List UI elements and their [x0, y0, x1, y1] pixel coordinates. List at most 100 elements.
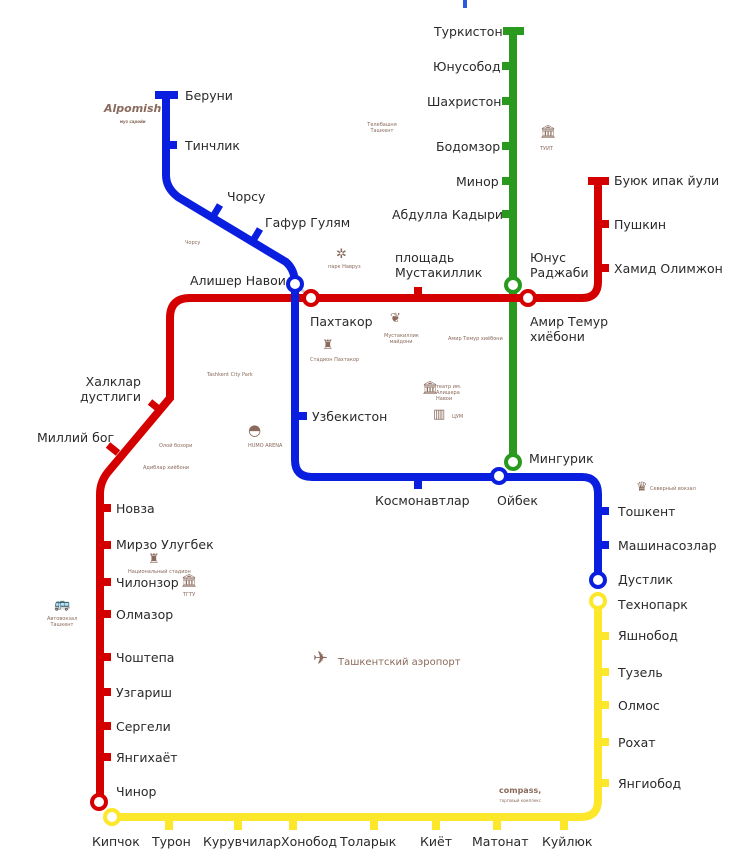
station-yashnobod[interactable]: Яшнобод [618, 628, 678, 643]
station-yangihayot[interactable]: Янгихаёт [116, 750, 178, 765]
station-olmos[interactable]: Олмос [618, 698, 660, 713]
station-tuzel[interactable]: Тузель [618, 665, 663, 680]
landmark-compass: compass,торговый комплекс [499, 786, 541, 805]
station-kosmonavtlar[interactable]: Космонавтлар [375, 493, 470, 508]
theatre-icon: 🏛 [422, 381, 439, 396]
station-pushkin[interactable]: Пушкин [614, 217, 667, 232]
interchange-pakhtakor[interactable] [302, 289, 320, 307]
station-tolarik[interactable]: Толарык [340, 834, 397, 849]
station-pakhtakor[interactable]: Пахтакор [310, 314, 373, 329]
station-abdulla-qodiriy[interactable]: Абдулла Кадыри [392, 207, 504, 222]
station-kuyluk[interactable]: Куйлюк [542, 834, 593, 849]
interchange-chinor[interactable] [90, 793, 108, 811]
monument-icon: ❦ [390, 311, 401, 326]
station-oybek[interactable]: Ойбек [497, 493, 538, 508]
station-bodomzor[interactable]: Бодомзор [436, 139, 501, 154]
station-dustlik[interactable]: Дустлик [618, 572, 673, 587]
station-tinchlik[interactable]: Тинчлик [185, 138, 240, 153]
interchanges [90, 275, 607, 826]
station-turon[interactable]: Турон [152, 834, 191, 849]
landmark-label: compass, [499, 786, 542, 795]
station-toshkent[interactable]: Тошкент [618, 504, 676, 519]
stadium-icon: ♜ [322, 338, 334, 353]
station-milliy-bog[interactable]: Миллий бог [37, 430, 115, 445]
museum-icon: 🏛 [540, 125, 557, 140]
green-line[interactable] [502, 27, 524, 462]
train-station-icon: ♛ [636, 480, 648, 495]
interchange-mingurik[interactable] [504, 453, 522, 471]
station-chinor[interactable]: Чинор [116, 784, 157, 799]
store-icon: ▥ [433, 407, 446, 422]
station-label-line1: Халклар [85, 374, 141, 389]
landmark-tgtu: ТГТУ [183, 592, 196, 598]
station-beruni[interactable]: Беруни [185, 88, 233, 103]
station-turkiston[interactable]: Туркистон [434, 24, 503, 39]
station-sergeli[interactable]: Сергели [116, 719, 171, 734]
station-label-line2: Раджаби [530, 265, 589, 280]
station-kipchok[interactable]: Кипчок [92, 834, 140, 849]
station-choshtepa[interactable]: Чоштепа [116, 650, 175, 665]
station-label-line1: Юнус [530, 250, 566, 265]
interchange-oybek[interactable] [490, 467, 508, 485]
landmark-amir-temur: Амир Темур хиёбони [448, 336, 503, 342]
university-icon: 🏛 [181, 574, 198, 589]
red-line[interactable] [96, 177, 609, 802]
station-yangiobod[interactable]: Янгиобод [618, 776, 682, 791]
blue-line[interactable] [155, 91, 609, 580]
station-xonobod[interactable]: Хонобод [281, 834, 338, 849]
interchange-alisher-navoi[interactable] [286, 275, 304, 293]
station-gafur-gulyam[interactable]: Гафур Гулям [265, 215, 351, 230]
interchange-kipchok[interactable] [103, 808, 121, 826]
station-uzgarish[interactable]: Узгариш [116, 685, 172, 700]
station-novza[interactable]: Новза [116, 501, 155, 516]
landmark-sublabel: муз саройи [119, 119, 146, 124]
station-chorsu[interactable]: Чорсу [227, 189, 266, 204]
station-yunusobod[interactable]: Юнусобод [433, 59, 501, 74]
landmark-label: Alpomish [104, 102, 162, 115]
landmark-bus-station: Автовокзал Ташкент [47, 616, 78, 628]
station-mashinasozlar[interactable]: Машинасозлар [618, 538, 717, 553]
station-alisher-navoi[interactable]: Алишер Навои [190, 273, 286, 288]
cropped-title-mark [463, 0, 467, 8]
ferris-wheel-icon: ✲ [336, 247, 347, 262]
station-kuruvchilar[interactable]: Курувчилар [203, 834, 282, 849]
station-olmazor[interactable]: Олмазор [116, 607, 174, 622]
landmark-pakhtakor-stadium: Стадион Пахтакор [310, 357, 360, 363]
landmark-chorsu: Чорсу [185, 240, 201, 246]
station-label-line2: Мустакиллик [395, 265, 483, 280]
national-stadium-icon: ♜ [148, 552, 160, 567]
interchange-yunus-rajabi[interactable] [504, 276, 522, 294]
interchange-amir-temur[interactable] [519, 289, 537, 307]
landmark-mustaqillik: Мустакиллик майдони [384, 333, 419, 345]
landmark-national-stadium: Национальный стадион [128, 569, 191, 575]
landmark-tuit: ТУИТ [540, 146, 553, 152]
station-minor[interactable]: Минор [456, 174, 499, 189]
landmark-airport: Ташкентский аэропорт [338, 657, 461, 668]
landmark-humo-arena: HUMO ARENA [248, 443, 283, 449]
station-rohat[interactable]: Рохат [618, 735, 656, 750]
station-uzbekiston[interactable]: Узбекистон [312, 409, 388, 424]
station-mirzo-ulugbek[interactable]: Мирзо Улугбек [116, 537, 214, 552]
interchange-dustlik[interactable] [589, 571, 607, 589]
station-shahriston[interactable]: Шахристон [427, 94, 502, 109]
station-matonat[interactable]: Матонат [472, 834, 529, 849]
station-hamid-olimjon[interactable]: Хамид Олимжон [614, 261, 723, 276]
interchange-texnopark[interactable] [589, 592, 607, 610]
arena-icon: ◓ [248, 421, 262, 439]
bus-icon: 🚌 [54, 597, 71, 612]
station-kiyot[interactable]: Киёт [420, 834, 452, 849]
station-mingurik[interactable]: Мингурик [529, 451, 594, 466]
station-texnopark[interactable]: Технопарк [618, 597, 688, 612]
station-label-line1: площадь [395, 250, 455, 265]
landmark-oloy: Олой бозори [159, 443, 193, 449]
station-chilonzor[interactable]: Чилонзор [116, 575, 179, 590]
airplane-icon: ✈ [313, 648, 329, 669]
yellow-line[interactable] [112, 601, 609, 830]
station-buyuk-ipak-yuli[interactable]: Буюк ипак йули [614, 173, 720, 188]
